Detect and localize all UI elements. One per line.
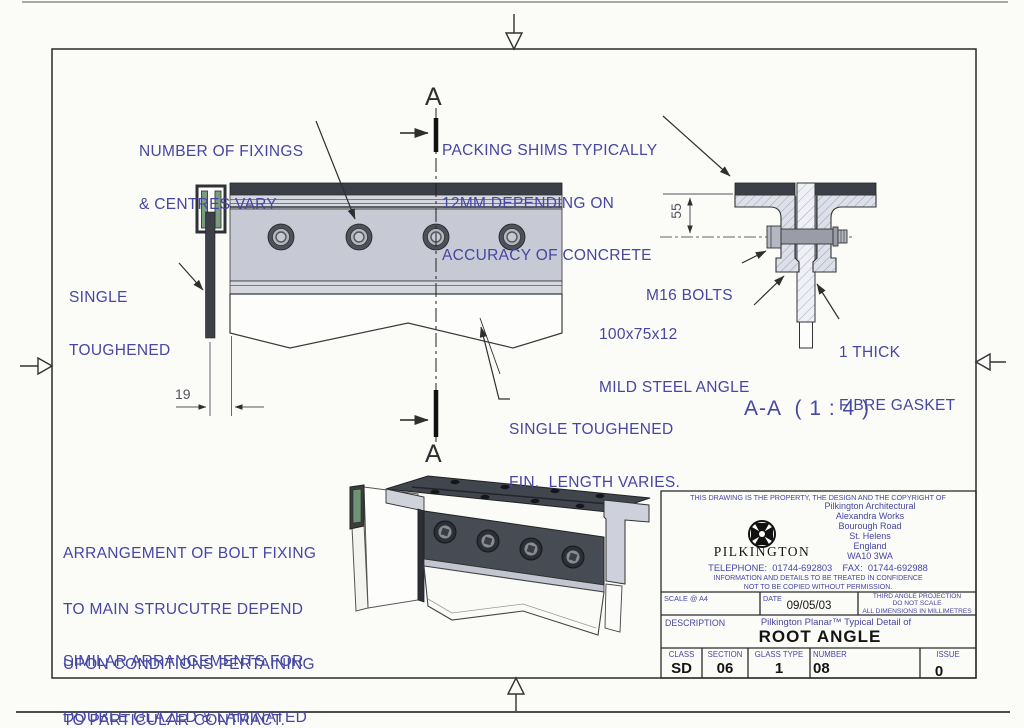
glass-panel: [229, 293, 563, 349]
note-bolt-fixing: ARRANGEMENT OF BOLT FIXING TO MAIN STRUC…: [63, 545, 317, 728]
glass-type-value: 1: [774, 660, 784, 677]
section-title: A-A ( 1 : 4 ): [744, 397, 871, 420]
projection-note: THIRD ANGLE PROJECTION DO NOT SCALE ALL …: [862, 593, 972, 615]
number-label: NUMBER: [813, 650, 847, 659]
iso-bolts: [433, 520, 585, 569]
pilkington-logo-icon: [748, 520, 776, 548]
description-value: ROOT ANGLE: [758, 627, 882, 646]
glazing-shim-right: [214, 190, 222, 229]
centering-marks: [20, 14, 1006, 711]
elevation-view: [176, 108, 563, 442]
title-block-grid: [660, 490, 977, 679]
fixings-annotation: NUMBER OF FIXINGS & CENTRES VARY: [139, 143, 304, 213]
iso-glass-panel: [423, 565, 605, 636]
date-label: DATE: [763, 593, 782, 603]
issue-label: ISSUE: [936, 650, 960, 659]
scale-label: SCALE @ A4: [664, 593, 708, 603]
dimension-19: [176, 336, 264, 416]
telephone-line: TELEPHONE: 01744-692803 FAX: 01744-69298…: [708, 563, 928, 573]
section-steel-angle-right: [812, 194, 877, 273]
section-glass-fin: [796, 182, 816, 323]
iso-angle-top-face: [385, 475, 651, 513]
m16-bolts-annotation: M16 BOLTS: [646, 287, 733, 304]
section-steel-angle-left: [734, 194, 800, 273]
confidence-line-1: INFORMATION AND DETAILS TO BE TREATED IN…: [713, 574, 923, 582]
issue-value: 0: [934, 663, 944, 680]
single-toughened-annotation: SINGLE TOUGHENED: [69, 289, 171, 359]
fin-length-annotation: SINGLE TOUGHENED FIN. LENGTH VARIES.: [509, 421, 681, 491]
glass-type-label: GLASS TYPE: [754, 650, 804, 659]
company-address: Pilkington Architectural Alexandra Works…: [824, 501, 916, 561]
isometric-view: [349, 475, 651, 636]
class-label: CLASS: [668, 650, 695, 659]
section-line: [400, 108, 439, 442]
note-similar-arrangements: SIMILAR ARRANGEMENTS FOR DOUBLE GLAZED &…: [63, 653, 308, 726]
dimension-19-text: 19: [175, 386, 191, 402]
glass-fin-edge: [205, 211, 216, 339]
dimension-55: [663, 193, 733, 234]
section-value: 06: [716, 660, 734, 677]
section-marker-bottom: A: [425, 440, 442, 468]
section-marker-top: A: [425, 83, 442, 111]
elevation-bolts: [267, 223, 526, 251]
section-view: [660, 182, 877, 349]
number-value: 08: [813, 660, 830, 677]
description-sub: Pilkington Planar™ Typical Detail of: [760, 616, 912, 628]
section-bolt: [766, 225, 848, 249]
date-value: 09/05/03: [786, 600, 832, 612]
steel-angle-annotation: 100x75x12 MILD STEEL ANGLE: [599, 326, 750, 396]
dimension-55-text: 55: [668, 203, 684, 219]
copyright-line: THIS DRAWING IS THE PROPERTY, THE DESIGN…: [690, 492, 946, 502]
packing-shims-annotation: PACKING SHIMS TYPICALLY 12MM DEPENDING O…: [442, 142, 658, 264]
fibre-gasket-annotation: 1 THICK FIBRE GASKET: [839, 344, 956, 414]
description-label: DESCRIPTION: [665, 618, 726, 628]
scan-edges: [16, 1, 1010, 713]
leader-lines: [178, 115, 840, 400]
iso-angle-end-profile: [603, 499, 650, 585]
confidence-line-2: NOT TO BE COPIED WITHOUT PERMISSION.: [743, 583, 893, 591]
glazing-shim-left: [201, 190, 208, 229]
section-label: SECTION: [707, 650, 743, 659]
company-name: PILKINGTON: [713, 544, 811, 559]
class-value: SD: [671, 660, 692, 677]
